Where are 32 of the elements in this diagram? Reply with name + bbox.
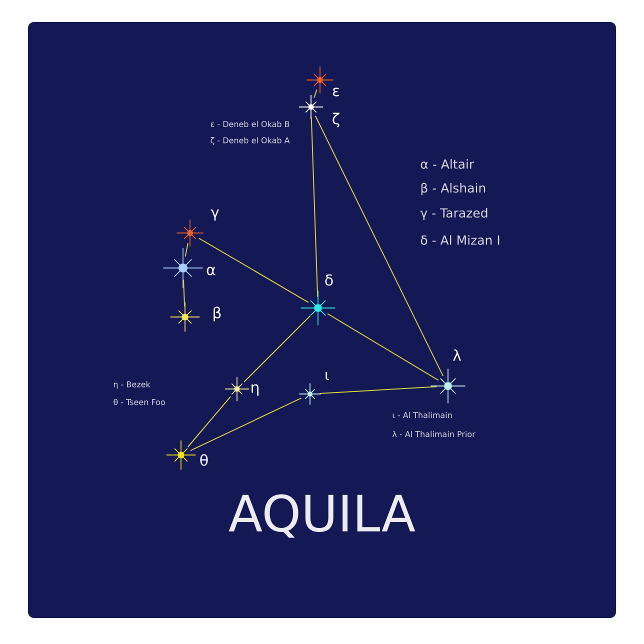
star-name: λ - Al Thalimain Prior xyxy=(392,430,476,438)
star-name: ζ - Deneb el Okab A xyxy=(210,137,290,145)
connecting-line xyxy=(198,238,309,303)
star-letter: δ xyxy=(325,274,333,286)
star-name: β - Alshain xyxy=(421,182,486,196)
connecting-line xyxy=(319,386,438,394)
star-name: ι - Al Thalimain xyxy=(392,412,452,418)
connecting-line xyxy=(182,279,186,307)
connecting-line xyxy=(244,315,311,382)
star-letter: η xyxy=(252,384,258,396)
connecting-line xyxy=(314,115,444,377)
star-name: α - Altair xyxy=(420,159,474,169)
connecting-line xyxy=(190,398,302,452)
connecting-line xyxy=(187,396,232,448)
star-name: η - Bezek xyxy=(114,381,150,389)
title: AQUILA xyxy=(228,494,416,538)
star-name: θ - Tseen Foo xyxy=(114,398,165,406)
star-name: δ - Al Mizan I xyxy=(420,235,500,245)
star-letter: λ xyxy=(453,349,461,361)
connecting-line xyxy=(184,242,188,258)
connecting-line xyxy=(327,313,439,381)
star-name: ε - Deneb el Okab B xyxy=(210,120,290,128)
star-letter: θ xyxy=(200,454,208,466)
star-letter: ζ xyxy=(332,112,340,128)
star-letter: α xyxy=(206,266,216,276)
star-letter: γ xyxy=(210,209,219,221)
star-letter: β xyxy=(214,306,221,322)
star-name: γ - Tarazed xyxy=(420,208,488,220)
connecting-line xyxy=(310,116,318,298)
star-letter: ε xyxy=(332,88,340,96)
connecting-line xyxy=(314,89,318,98)
star-letter: ι xyxy=(326,372,330,380)
